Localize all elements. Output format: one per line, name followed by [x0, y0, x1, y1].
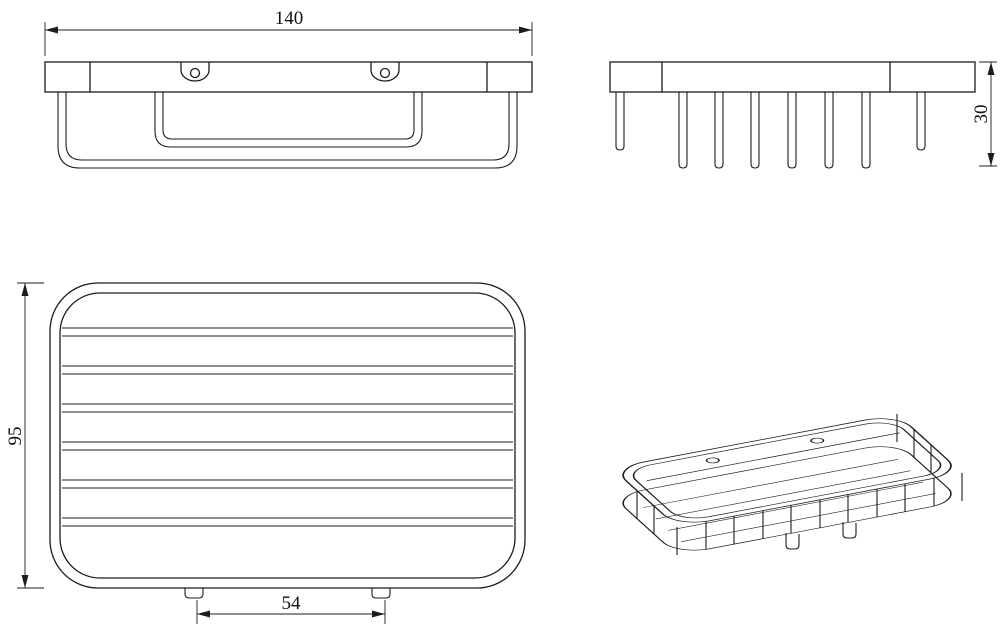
mount-tab-left [180, 62, 210, 82]
isometric-view [622, 414, 963, 555]
iso-bottom-rim [622, 446, 952, 551]
dim-width: 140 [44, 8, 533, 56]
wire-prong [750, 92, 760, 169]
arrowhead-icon [21, 283, 29, 296]
iso-hanger-foot [842, 522, 857, 539]
hanger-tab-left [184, 588, 204, 599]
arrowhead-icon [987, 62, 995, 75]
dim-height-label: 30 [971, 105, 992, 124]
mount-tab-right [370, 62, 400, 82]
basket-outer-wire-inner-line [65, 92, 510, 161]
screw-hole-icon [189, 67, 201, 79]
dim-hanger-label: 54 [282, 593, 302, 614]
arrowhead-icon [987, 153, 995, 166]
iso-grid-wire [655, 470, 911, 520]
dim-width-label: 140 [275, 8, 304, 29]
front-rail [44, 61, 533, 93]
front-view [44, 61, 533, 169]
dim-depth-label: 95 [5, 427, 26, 446]
iso-grid-wire [642, 459, 899, 508]
wire-prong [615, 92, 625, 151]
arrowhead-icon [372, 610, 385, 618]
plan-view [49, 282, 526, 599]
side-view [609, 61, 976, 169]
wire-prong [678, 92, 688, 169]
hanger-wire-outer-line [154, 92, 423, 148]
dim-depth: 95 [5, 282, 44, 589]
dim-height: 30 [971, 61, 997, 167]
screw-hole-icon [810, 437, 825, 444]
iso-rail-edge [646, 432, 900, 482]
iso-top-rim [622, 418, 952, 523]
dim-hanger-spacing: 54 [196, 593, 386, 624]
arrowhead-icon [197, 610, 210, 618]
hanger-tab-right [371, 588, 391, 599]
arrowhead-icon [45, 26, 58, 34]
wire-prong [824, 92, 834, 169]
arrowhead-icon [21, 575, 29, 588]
screw-hole-icon [379, 67, 391, 79]
wire-prong [787, 92, 797, 169]
iso-hanger-foot [785, 533, 800, 550]
iso-grid-wire [680, 493, 936, 543]
screw-hole-icon [705, 457, 720, 464]
wire-prong [916, 92, 926, 151]
plan-rim-outer [49, 282, 526, 589]
plan-rim-inner [59, 292, 516, 579]
iso-vertical-wires [636, 414, 963, 555]
wire-prong [861, 92, 871, 169]
side-rail [609, 61, 976, 93]
iso-grid-wire [668, 481, 924, 531]
wire-prong [714, 92, 724, 169]
grid-wires [62, 327, 513, 527]
hanger-wire-inner-line [162, 92, 415, 140]
basket-outer-wire [57, 92, 518, 169]
arrowhead-icon [519, 26, 532, 34]
